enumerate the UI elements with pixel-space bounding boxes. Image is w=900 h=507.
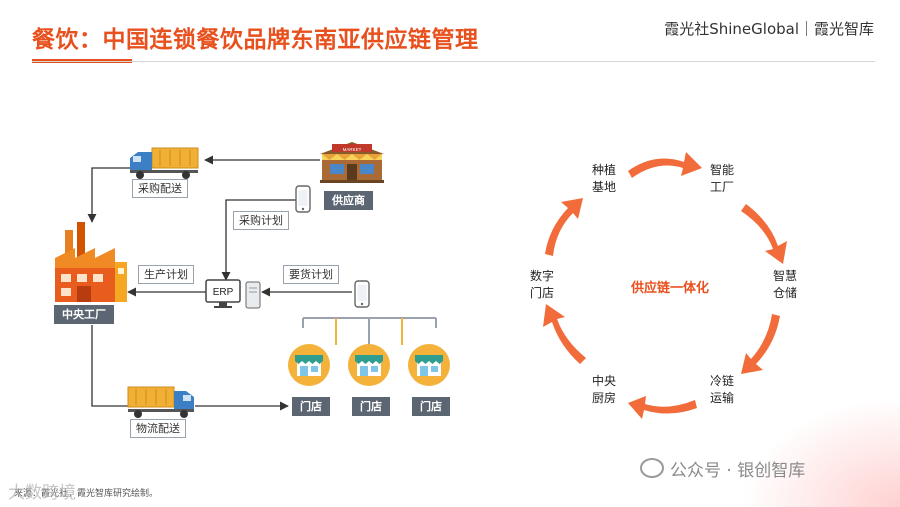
header-divider — [32, 61, 875, 62]
erp-computer-icon — [205, 279, 261, 309]
watermark-logo: 大数跨境 — [8, 483, 76, 503]
wechat-icon — [640, 458, 664, 478]
cycle-arrow-2 — [741, 204, 787, 264]
truck-icon-logistics — [127, 386, 194, 418]
corner-glow — [740, 397, 900, 507]
phone-icon-order — [354, 280, 370, 308]
cycle-node-digital-store: 数字门店 — [529, 269, 554, 300]
cycle-arrow-1 — [628, 152, 702, 178]
store-icon-3 — [408, 344, 450, 386]
erp-label: ERP — [213, 287, 234, 298]
cycle-node-smart-factory: 智能工厂 — [709, 163, 734, 194]
cycle-node-cold-chain: 冷链运输 — [709, 374, 734, 405]
cycle-arrow-4 — [628, 396, 697, 419]
procurement-plan-label: 采购计划 — [233, 211, 289, 230]
truck-icon-procurement — [130, 147, 199, 179]
page-title: 餐饮：中国连锁餐饮品牌东南亚供应链管理 — [32, 27, 479, 53]
wechat-watermark: 公众号 · 银创智库 — [640, 456, 805, 481]
cycle-node-central-kitchen: 中央厨房 — [591, 374, 616, 405]
cycle-node-planting: 种植基地 — [591, 163, 616, 194]
cycle-arrows — [543, 152, 787, 419]
supplier-label: 供应商 — [324, 191, 373, 210]
cycle-arrow-5 — [543, 304, 586, 364]
store-label-3: 门店 — [412, 397, 450, 416]
logistics-delivery-label: 物流配送 — [130, 419, 186, 438]
production-plan-label: 生产计划 — [138, 265, 194, 284]
procurement-delivery-label: 采购配送 — [132, 179, 188, 198]
phone-icon-procurement — [295, 185, 311, 213]
market-sign-text: MARKET — [343, 147, 362, 152]
store-label-2: 门店 — [352, 397, 390, 416]
central-factory-label: 中央工厂 — [54, 305, 114, 324]
store-icon-1 — [288, 344, 330, 386]
store-icon-2 — [348, 344, 390, 386]
brand-label: 霞光社ShineGlobal｜霞光智库 — [664, 20, 874, 38]
market-building-icon — [320, 142, 384, 183]
cycle-node-smart-storage: 智慧仓储 — [772, 269, 797, 300]
flow-connectors — [87, 155, 352, 411]
cycle-center-label: 供应链一体化 — [630, 281, 709, 296]
store-label-1: 门店 — [292, 397, 330, 416]
cycle-arrow-6 — [545, 198, 583, 256]
order-plan-label: 要货计划 — [283, 265, 339, 284]
factory-icon — [55, 222, 127, 302]
store-distribution-bar — [302, 317, 437, 345]
cycle-arrow-3 — [741, 314, 780, 374]
source-note: 来源：霞光社，霞光智库研究绘制。 — [14, 489, 159, 499]
